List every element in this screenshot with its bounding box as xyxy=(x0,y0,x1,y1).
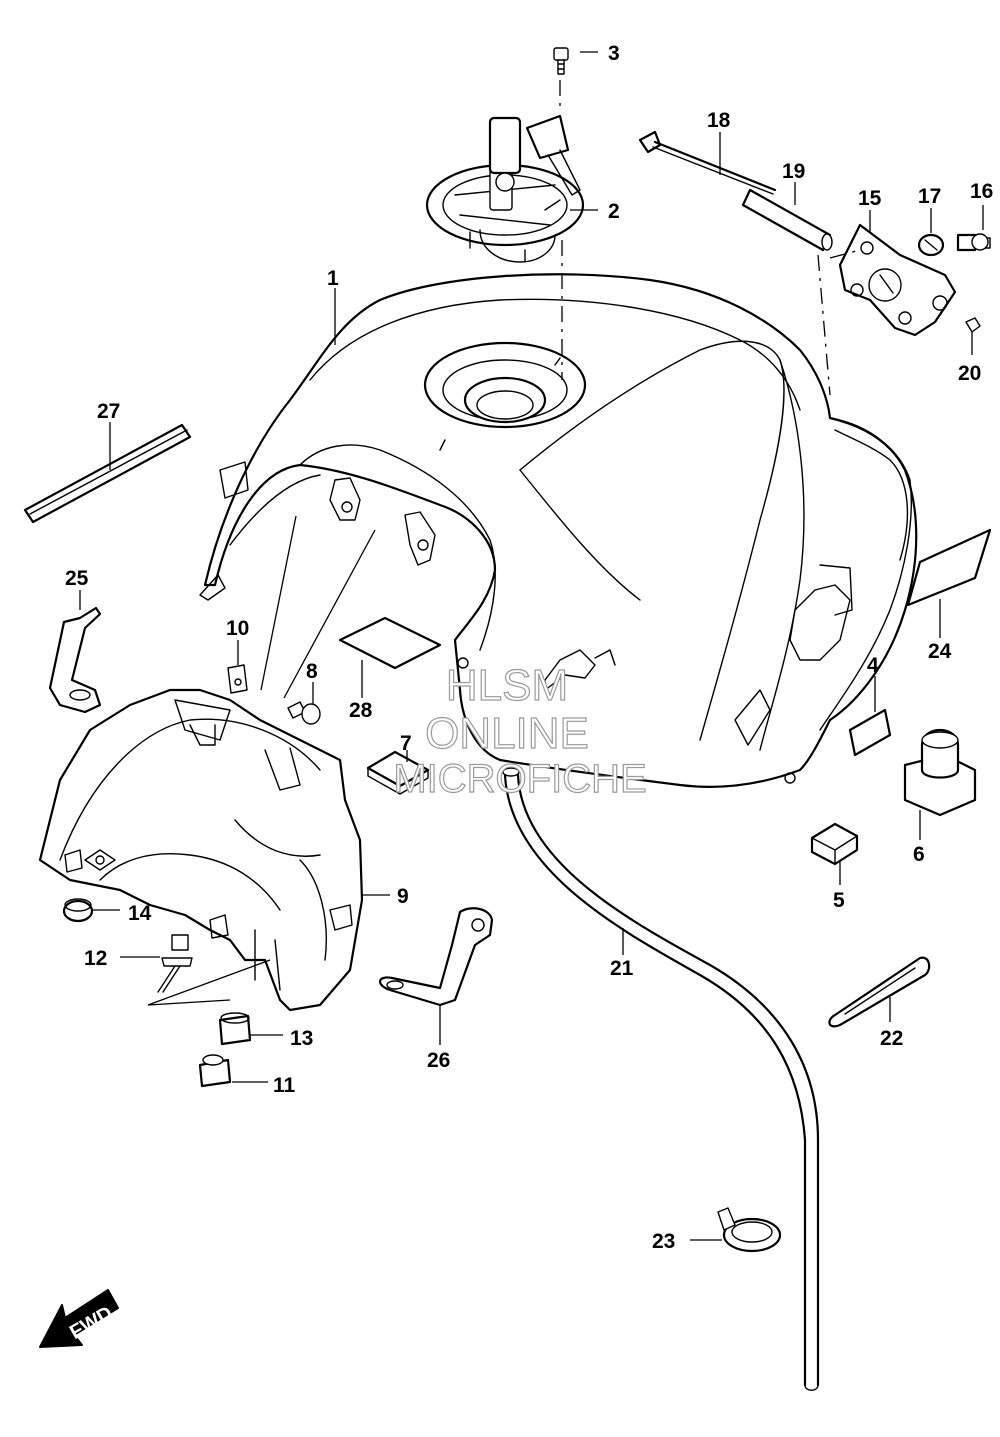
callout-21: 21 xyxy=(610,957,634,980)
callout-12: 12 xyxy=(84,947,107,970)
callout-8: 8 xyxy=(306,660,318,683)
watermark-line-3: MICROFICHE xyxy=(393,757,646,801)
callout-27: 27 xyxy=(97,400,120,423)
mesh-4 xyxy=(848,708,892,757)
callout-3: 3 xyxy=(608,42,620,65)
fwd-arrow: FWD xyxy=(39,1289,119,1348)
callout-10: 10 xyxy=(226,617,249,640)
callout-24: 24 xyxy=(928,640,952,663)
callout-23: 23 xyxy=(652,1230,675,1253)
callout-25: 25 xyxy=(65,567,89,590)
strip-27 xyxy=(23,423,192,524)
under-tank-box xyxy=(38,664,364,1088)
label-24 xyxy=(906,528,992,607)
callout-1: 1 xyxy=(327,267,339,290)
stay-25 xyxy=(48,606,102,714)
pad-28 xyxy=(338,616,442,670)
callout-4: 4 xyxy=(867,654,879,677)
rear-bracket-assembly xyxy=(638,130,991,337)
callout-16: 16 xyxy=(970,180,993,203)
callout-19: 19 xyxy=(782,160,805,183)
pad-5 xyxy=(810,822,859,866)
watermark-line-2: ONLINE xyxy=(425,709,589,758)
clamp-23 xyxy=(717,1207,782,1253)
callout-22: 22 xyxy=(880,1027,903,1050)
callout-18: 18 xyxy=(707,109,731,132)
leader-lines xyxy=(79,51,984,1241)
bracket-26 xyxy=(379,907,494,1007)
callout-15: 15 xyxy=(858,187,882,210)
watermark: HLSM ONLINE MICROFICHE xyxy=(393,660,648,801)
callout-20: 20 xyxy=(958,362,981,385)
fuel-tank xyxy=(199,273,918,788)
callout-11: 11 xyxy=(273,1074,296,1097)
callout-26: 26 xyxy=(427,1049,450,1072)
callout-13: 13 xyxy=(290,1027,313,1050)
watermark-line-1: HLSM xyxy=(446,661,568,710)
fwd-arrow-icon xyxy=(39,1289,119,1348)
callout-7: 7 xyxy=(400,732,412,755)
callout-9: 9 xyxy=(397,885,409,908)
callout-28: 28 xyxy=(349,699,373,722)
callout-14: 14 xyxy=(128,902,152,925)
fuel-cap-assembly xyxy=(425,47,585,263)
callout-2: 2 xyxy=(608,200,620,223)
callout-6: 6 xyxy=(913,843,925,866)
callout-5: 5 xyxy=(833,889,845,912)
callout-numbers: 1 2 3 4 5 6 7 8 9 10 11 12 13 14 15 16 1… xyxy=(65,42,993,1253)
hose-21 xyxy=(503,773,807,1387)
callout-17: 17 xyxy=(918,185,941,208)
cap-6 xyxy=(903,729,977,817)
